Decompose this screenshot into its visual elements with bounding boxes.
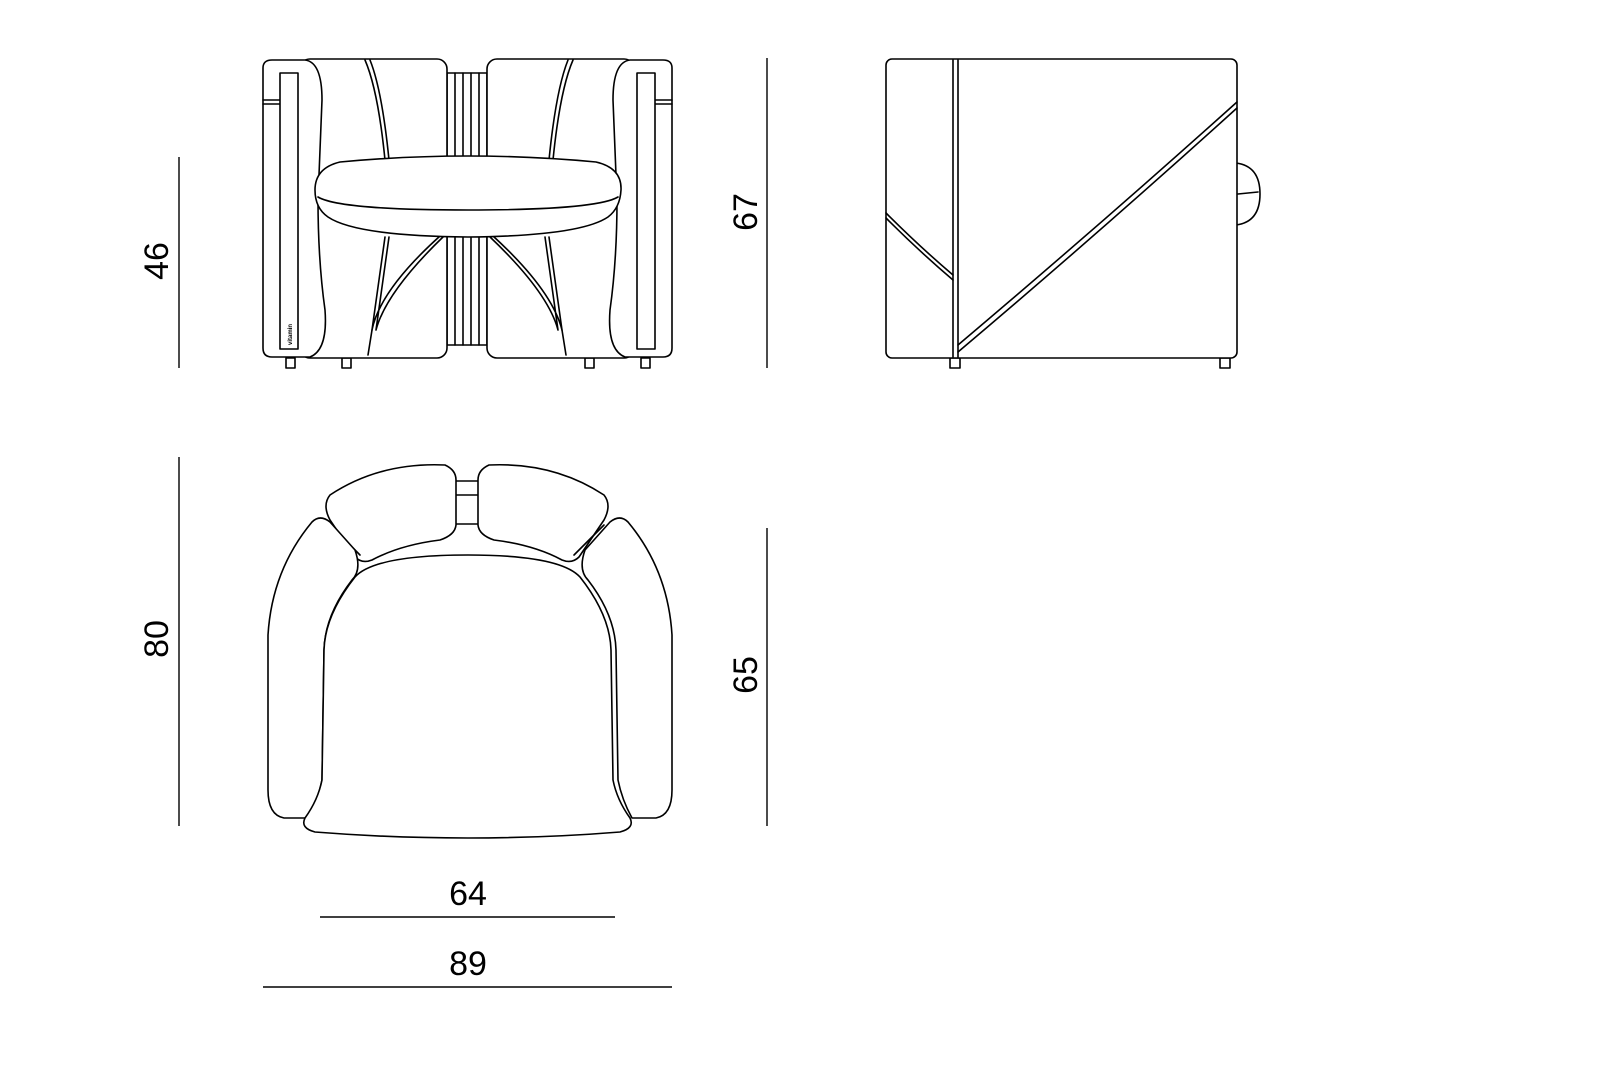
leg — [949, 357, 961, 369]
arm-right-top — [581, 517, 673, 819]
seat-bump — [1235, 162, 1261, 226]
logo: vitamin — [288, 324, 294, 345]
leg — [640, 357, 651, 369]
leg — [584, 357, 595, 369]
back-cushion-right — [477, 463, 609, 563]
dim-label-total-depth: 80 — [138, 620, 176, 658]
arm-panel-right — [636, 72, 656, 350]
dim-label-seat-depth: 65 — [727, 656, 765, 694]
seat-top — [302, 554, 633, 839]
side-body — [885, 58, 1238, 359]
dim-label-total-width: 89 — [449, 945, 487, 983]
dim-label-seat-width: 64 — [449, 875, 487, 913]
leg — [341, 357, 352, 369]
dimensions: 46 67 80 65 64 89 — [138, 58, 768, 988]
leg — [285, 357, 296, 369]
dim-label-seat-height: 46 — [138, 242, 176, 280]
top-view — [267, 463, 673, 839]
dim-label-total-height: 67 — [727, 193, 765, 231]
seat-cushion — [314, 155, 622, 238]
front-view: vitamin — [262, 58, 673, 369]
leg — [1219, 357, 1231, 369]
side-view — [885, 58, 1261, 369]
arm-panel-left — [279, 72, 299, 350]
